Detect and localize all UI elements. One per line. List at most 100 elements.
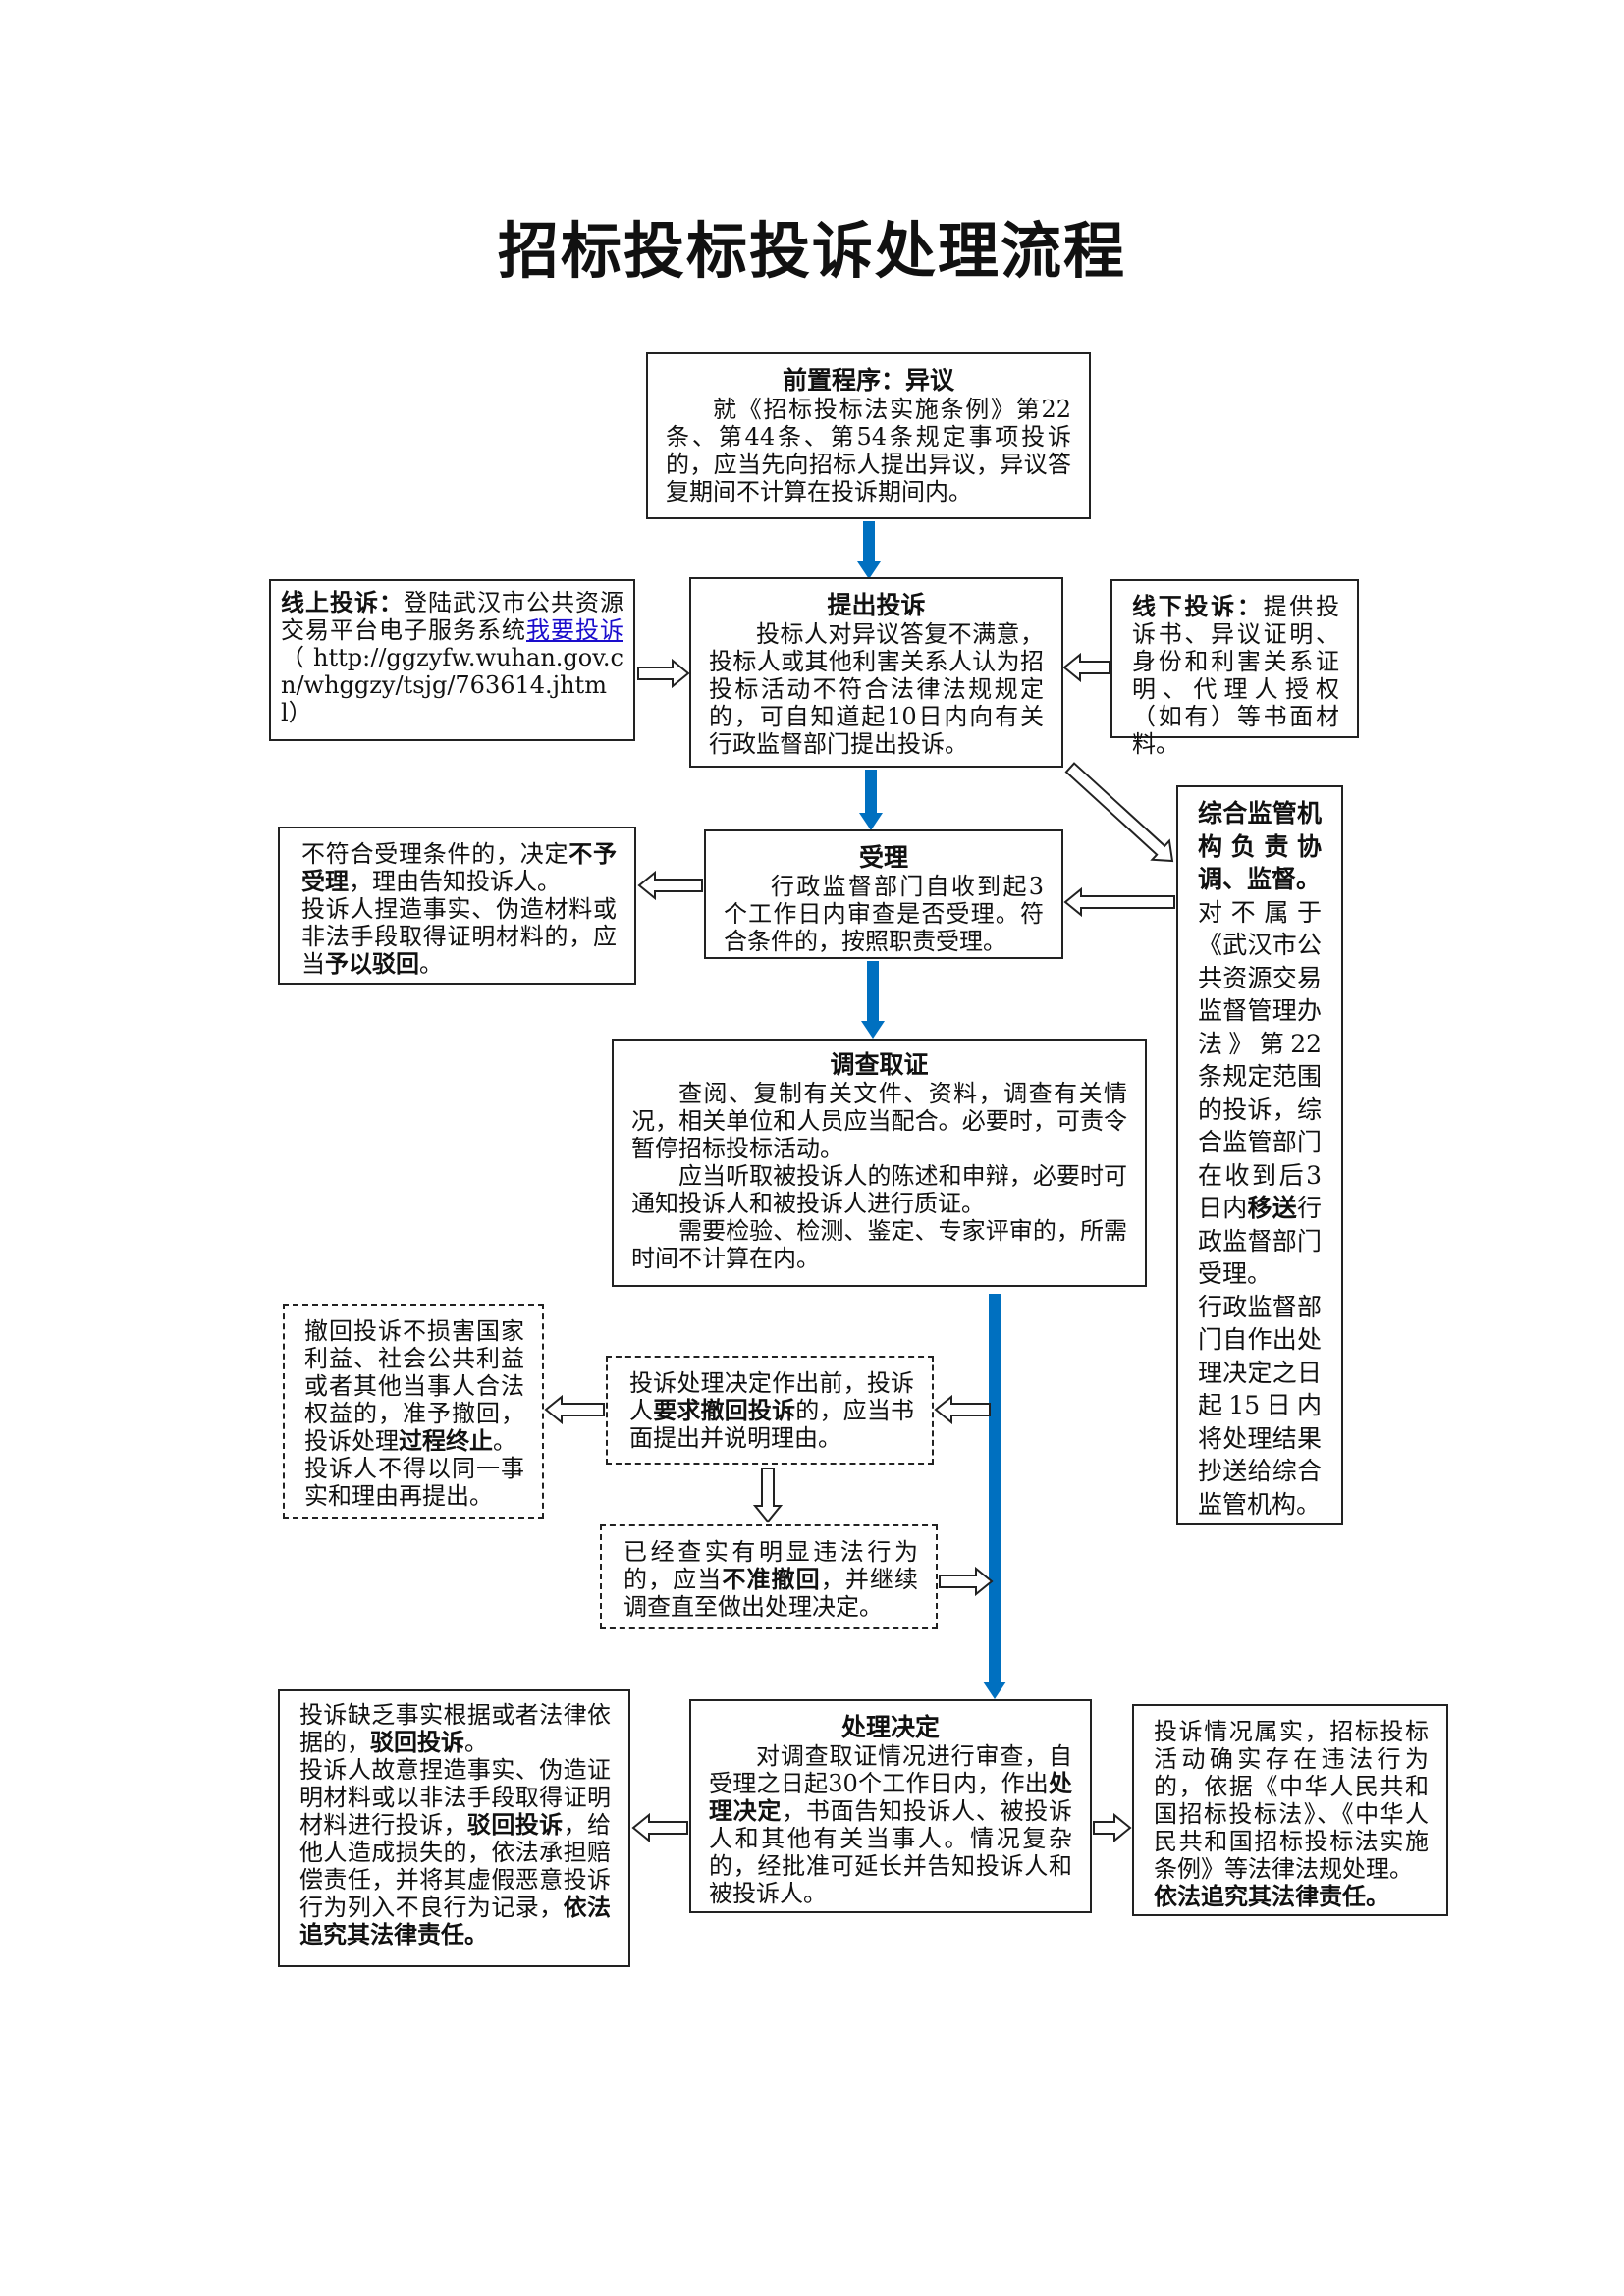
- arrow-offline-to-submit: [1062, 652, 1110, 683]
- emphasis-text: 驳回投诉: [370, 1728, 464, 1756]
- body-text: 登陆武汉市公共资源交易平台电子服务系统: [281, 589, 623, 644]
- box-title: 调查取证: [830, 1050, 929, 1079]
- body-text: 行政监督部门自收到起3个工作日内审查是否受理。符合条件的，按照职责受理。: [724, 873, 1044, 955]
- box-title: 提出投诉: [827, 591, 926, 619]
- body-text: 行政监督部门自作出处理决定之日起15日内将处理结果抄送给综合监管机构。: [1198, 1292, 1322, 1519]
- emphasis-text: 驳回投诉: [466, 1810, 564, 1839]
- arrow-submit-to-accept-head: [859, 813, 883, 830]
- emphasis-text: 线上投诉：: [281, 588, 404, 616]
- emphasis-text: 线下投诉：: [1132, 592, 1264, 620]
- complaint-link[interactable]: 我要投诉: [526, 616, 623, 644]
- box-paragraph: 线上投诉：登陆武汉市公共资源交易平台电子服务系统我要投诉（http://ggzy…: [281, 588, 623, 727]
- box-paragraph: 对不属于《武汉市公共资源交易监督管理办法》第22条规定范围的投诉，综合监管部门在…: [1198, 896, 1322, 1291]
- supervision-box: 综合监管机构负责协调、监督。对不属于《武汉市公共资源交易监督管理办法》第22条规…: [1176, 785, 1343, 1525]
- box-paragraph: 不符合受理条件的，决定不予受理，理由告知投诉人。: [301, 839, 617, 896]
- body-text: 需要检验、检测、鉴定、专家评审的，所需时间不计算在内。: [631, 1217, 1127, 1272]
- emphasis-text: 要求撤回投诉: [653, 1396, 796, 1424]
- body-text: 投诉情况属实，招标投标活动确实存在违法行为的，依据《中华人民共和国招标投标法》、…: [1154, 1718, 1429, 1883]
- box-paragraph: 投标人对异议答复不满意，投标人或其他利害关系人认为招投标活动不符合法律法规规定的…: [709, 620, 1044, 758]
- body-text: 的，应当书面提出并说明理由。: [629, 1397, 915, 1452]
- online-complaint-box: 线上投诉：登陆武汉市公共资源交易平台电子服务系统我要投诉（http://ggzy…: [269, 579, 635, 741]
- body-text: 对不属于《武汉市公共资源交易监督管理办法》第22条规定范围的投诉，综合监管部门在…: [1198, 897, 1322, 1223]
- body-text: 行政监督部门受理。: [1198, 1194, 1322, 1288]
- emphasis-text: 过程终止: [399, 1426, 493, 1455]
- emphasis-text: 不准撤回: [722, 1565, 821, 1593]
- emphasis-text: 予以驳回: [325, 949, 419, 978]
- box-paragraph: 依法追究其法律责任。: [1154, 1883, 1429, 1910]
- arrow-objection-to-submit-head: [857, 561, 881, 579]
- withdrawal-request-box: 投诉处理决定作出前，投诉人要求撤回投诉的，应当书面提出并说明理由。: [606, 1356, 934, 1465]
- body-text: 。: [493, 1427, 516, 1455]
- body-text: 投诉处理决定作出前，投诉人: [629, 1369, 914, 1424]
- submit-complaint-box: 提出投诉投标人对异议答复不满意，投标人或其他利害关系人认为招投标活动不符合法律法…: [689, 577, 1063, 768]
- emphasis-text: 依法追究其法律责任。: [299, 1893, 612, 1949]
- emphasis-text: 不予受理: [301, 839, 617, 895]
- arrow-decision-to-violation: [1093, 1812, 1132, 1843]
- body-text: （http://ggzyfw.wuhan.gov.cn/whggzy/tsjg/…: [281, 644, 623, 726]
- body-text: 。: [464, 1729, 488, 1756]
- box-paragraph: 投诉处理决定作出前，投诉人要求撤回投诉的，应当书面提出并说明理由。: [629, 1369, 914, 1452]
- body-text: 。: [419, 950, 443, 978]
- box-paragraph: 已经查实有明显违法行为的，应当不准撤回，并继续调查直至做出处理决定。: [623, 1538, 918, 1621]
- body-text: 投诉人不得以同一事实和理由再提出。: [304, 1455, 524, 1510]
- box-paragraph: 投诉人不得以同一事实和理由再提出。: [304, 1455, 524, 1510]
- acceptance-box: 受理行政监督部门自收到起3个工作日内审查是否受理。符合条件的，按照职责受理。: [704, 829, 1063, 959]
- decision-box: 处理决定对调查取证情况进行审查，自受理之日起30个工作日内，作出处理决定，书面告…: [689, 1699, 1092, 1913]
- box-paragraph: 撤回投诉不损害国家利益、社会公共利益或者其他当事人合法权益的，准予撤回，投诉处理…: [304, 1317, 524, 1455]
- box-paragraph: 行政监督部门自收到起3个工作日内审查是否受理。符合条件的，按照职责受理。: [724, 873, 1044, 955]
- investigation-box: 调查取证查阅、复制有关文件、资料，调查有关情况，相关单位和人员应当配合。必要时，…: [612, 1039, 1147, 1287]
- box-title: 处理决定: [840, 1713, 940, 1741]
- not-accepted-box: 不符合受理条件的，决定不予受理，理由告知投诉人。投诉人捏造事实、伪造材料或非法手…: [278, 827, 636, 985]
- arrow-accept-to-investigate-head: [861, 1021, 885, 1039]
- arrow-investigate-to-decision-head: [983, 1682, 1006, 1699]
- box-paragraph: 就《招标投标法实施条例》第22条、第44条、第54条规定事项投诉的，应当先向招标…: [666, 396, 1071, 506]
- body-text: ，理由告知投诉人。: [349, 868, 561, 895]
- body-text: 投诉人捏造事实、伪造材料或非法手段取得证明材料的，应当: [301, 895, 617, 978]
- box-paragraph: 查阅、复制有关文件、资料，调查有关情况，相关单位和人员应当配合。必要时，可责令暂…: [631, 1080, 1127, 1162]
- arrow-submit-to-supervision: [1064, 762, 1174, 863]
- violation-handling-box: 投诉情况属实，招标投标活动确实存在违法行为的，依据《中华人民共和国招标投标法》、…: [1132, 1704, 1448, 1916]
- body-text: ，并继续调查直至做出处理决定。: [623, 1566, 919, 1621]
- arrow-request-to-denied: [752, 1468, 784, 1523]
- box-paragraph: 综合监管机构负责协调、监督。: [1198, 797, 1322, 896]
- body-text: 应当听取被投诉人的陈述和申辩，必要时可通知投诉人和被投诉人进行质证。: [631, 1162, 1127, 1217]
- emphasis-text: 处理决定: [709, 1769, 1072, 1825]
- body-text: 对调查取证情况进行审查，自受理之日起30个工作日内，作出: [709, 1742, 1072, 1797]
- withdrawal-approved-box: 撤回投诉不损害国家利益、社会公共利益或者其他当事人合法权益的，准予撤回，投诉处理…: [283, 1304, 544, 1519]
- body-text: 提供投诉书、异议证明、身份和利害关系证明、代理人授权（如有）等书面材料。: [1132, 593, 1340, 758]
- emphasis-text: 综合监管机构负责协调、监督。: [1198, 799, 1322, 893]
- arrow-online-to-submit: [637, 658, 690, 689]
- arrow-accept-to-reject: [637, 870, 703, 901]
- body-text: 撤回投诉不损害国家利益、社会公共利益或者其他当事人合法权益的，准予撤回，投诉处理: [304, 1317, 524, 1455]
- box-title: 前置程序：异议: [782, 366, 954, 395]
- body-text: 不符合受理条件的，决定: [301, 840, 569, 868]
- dismissal-box: 投诉缺乏事实根据或者法律依据的，驳回投诉。投诉人故意捏造事实、伪造证明材料或以非…: [278, 1689, 630, 1967]
- offline-complaint-box: 线下投诉：提供投诉书、异议证明、身份和利害关系证明、代理人授权（如有）等书面材料…: [1110, 579, 1359, 758]
- box-paragraph: 需要检验、检测、鉴定、专家评审的，所需时间不计算在内。: [631, 1217, 1127, 1272]
- withdrawal-denied-box: 已经查实有明显违法行为的，应当不准撤回，并继续调查直至做出处理决定。: [600, 1524, 938, 1629]
- emphasis-text: 依法追究其法律责任。: [1154, 1882, 1389, 1910]
- body-text: 就《招标投标法实施条例》第22条、第44条、第54条规定事项投诉的，应当先向招标…: [666, 396, 1071, 506]
- box-paragraph: 投诉缺乏事实根据或者法律依据的，驳回投诉。: [299, 1701, 611, 1756]
- box-paragraph: 线下投诉：提供投诉书、异议证明、身份和利害关系证明、代理人授权（如有）等书面材料…: [1132, 592, 1340, 759]
- box-paragraph: 投诉情况属实，招标投标活动确实存在违法行为的，依据《中华人民共和国招标投标法》、…: [1154, 1718, 1429, 1883]
- page-title: 招标投标投诉处理流程: [497, 215, 1126, 287]
- body-text: 已经查实有明显违法行为的，应当: [623, 1538, 918, 1593]
- box-paragraph: 应当听取被投诉人的陈述和申辩，必要时可通知投诉人和被投诉人进行质证。: [631, 1162, 1127, 1217]
- box-paragraph: 投诉人捏造事实、伪造材料或非法手段取得证明材料的，应当予以驳回。: [301, 895, 617, 978]
- arrow-request-to-withdrawn: [544, 1394, 605, 1425]
- objection-box: 前置程序：异议就《招标投标法实施条例》第22条、第44条、第54条规定事项投诉的…: [646, 352, 1091, 519]
- body-text: 查阅、复制有关文件、资料，调查有关情况，相关单位和人员应当配合。必要时，可责令暂…: [631, 1080, 1127, 1162]
- emphasis-text: 移送: [1247, 1194, 1297, 1222]
- body-text: 投诉缺乏事实根据或者法律依据的，: [299, 1701, 611, 1756]
- arrow-line-to-request: [934, 1394, 991, 1425]
- box-title: 受理: [858, 843, 908, 872]
- box-paragraph: 对调查取证情况进行审查，自受理之日起30个工作日内，作出处理决定，书面告知投诉人…: [709, 1742, 1072, 1907]
- arrow-supervision-to-accept: [1063, 886, 1175, 918]
- body-text: 投诉人故意捏造事实、伪造证明材料或以非法手段取得证明材料进行投诉，: [299, 1756, 611, 1839]
- arrow-denied-to-line: [939, 1566, 994, 1597]
- box-paragraph: 行政监督部门自作出处理决定之日起15日内将处理结果抄送给综合监管机构。: [1198, 1291, 1322, 1522]
- body-text: ，书面告知投诉人、被投诉人和其他有关当事人。情况复杂的，经批准可延长并告知投诉人…: [709, 1797, 1073, 1907]
